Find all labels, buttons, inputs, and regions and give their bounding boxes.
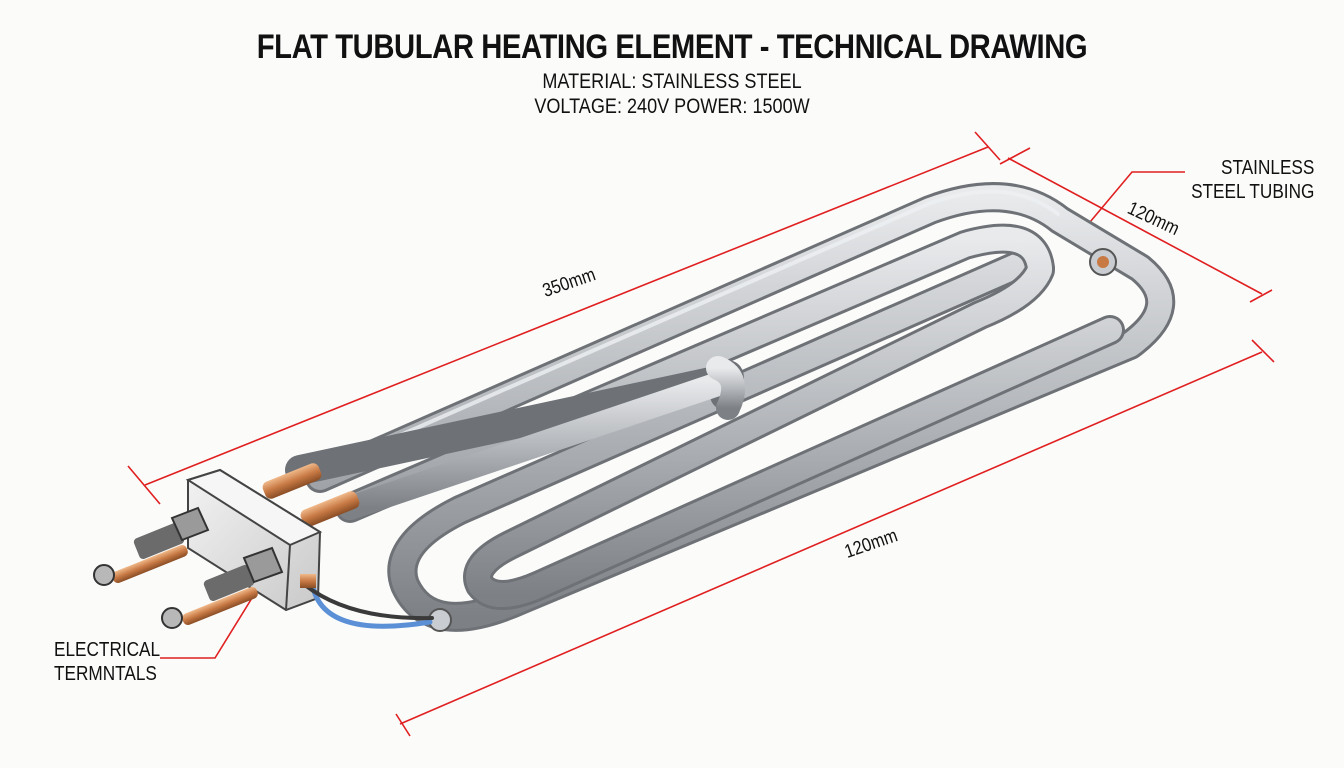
page-title: FLAT TUBULAR HEATING ELEMENT - TECHNICAL… <box>256 28 1088 66</box>
length-dimension-line <box>144 146 989 486</box>
bottom-tick-start <box>395 713 411 737</box>
terminals-callout-line2: TERMNTALS <box>54 663 157 685</box>
tubing-leader <box>1084 171 1185 229</box>
terminal-studs <box>93 506 284 629</box>
terminals-callout-line1: ELECTRICAL <box>54 639 161 661</box>
length-tick-end <box>974 131 1001 161</box>
bottom-tick-end <box>1251 339 1275 363</box>
width-dimension-line <box>1007 157 1263 295</box>
width-tick-end <box>1249 289 1273 303</box>
length-tick-start <box>127 465 161 505</box>
lead-wires <box>300 574 434 629</box>
bottom-dimension-line <box>399 351 1263 725</box>
copper-cold-pins <box>262 248 1117 632</box>
width-tick-start <box>999 147 1031 165</box>
material-spec: MATERIAL: STAINLESS STEEL <box>542 70 802 93</box>
terminals-leader <box>160 597 253 659</box>
tubing-callout: STAINLESS STEEL TUBING <box>1191 156 1314 204</box>
tubing-callout-line1: STAINLESS <box>1220 157 1314 179</box>
dimension-lines <box>127 131 1275 737</box>
tubing-callout-line2: STEEL TUBING <box>1190 181 1314 203</box>
terminals-callout: ELECTRICAL TERMNTALS <box>54 638 160 686</box>
tube-loops <box>285 182 1176 632</box>
electrical-ratings: VOLTAGE: 240V POWER: 1500W <box>534 95 810 118</box>
